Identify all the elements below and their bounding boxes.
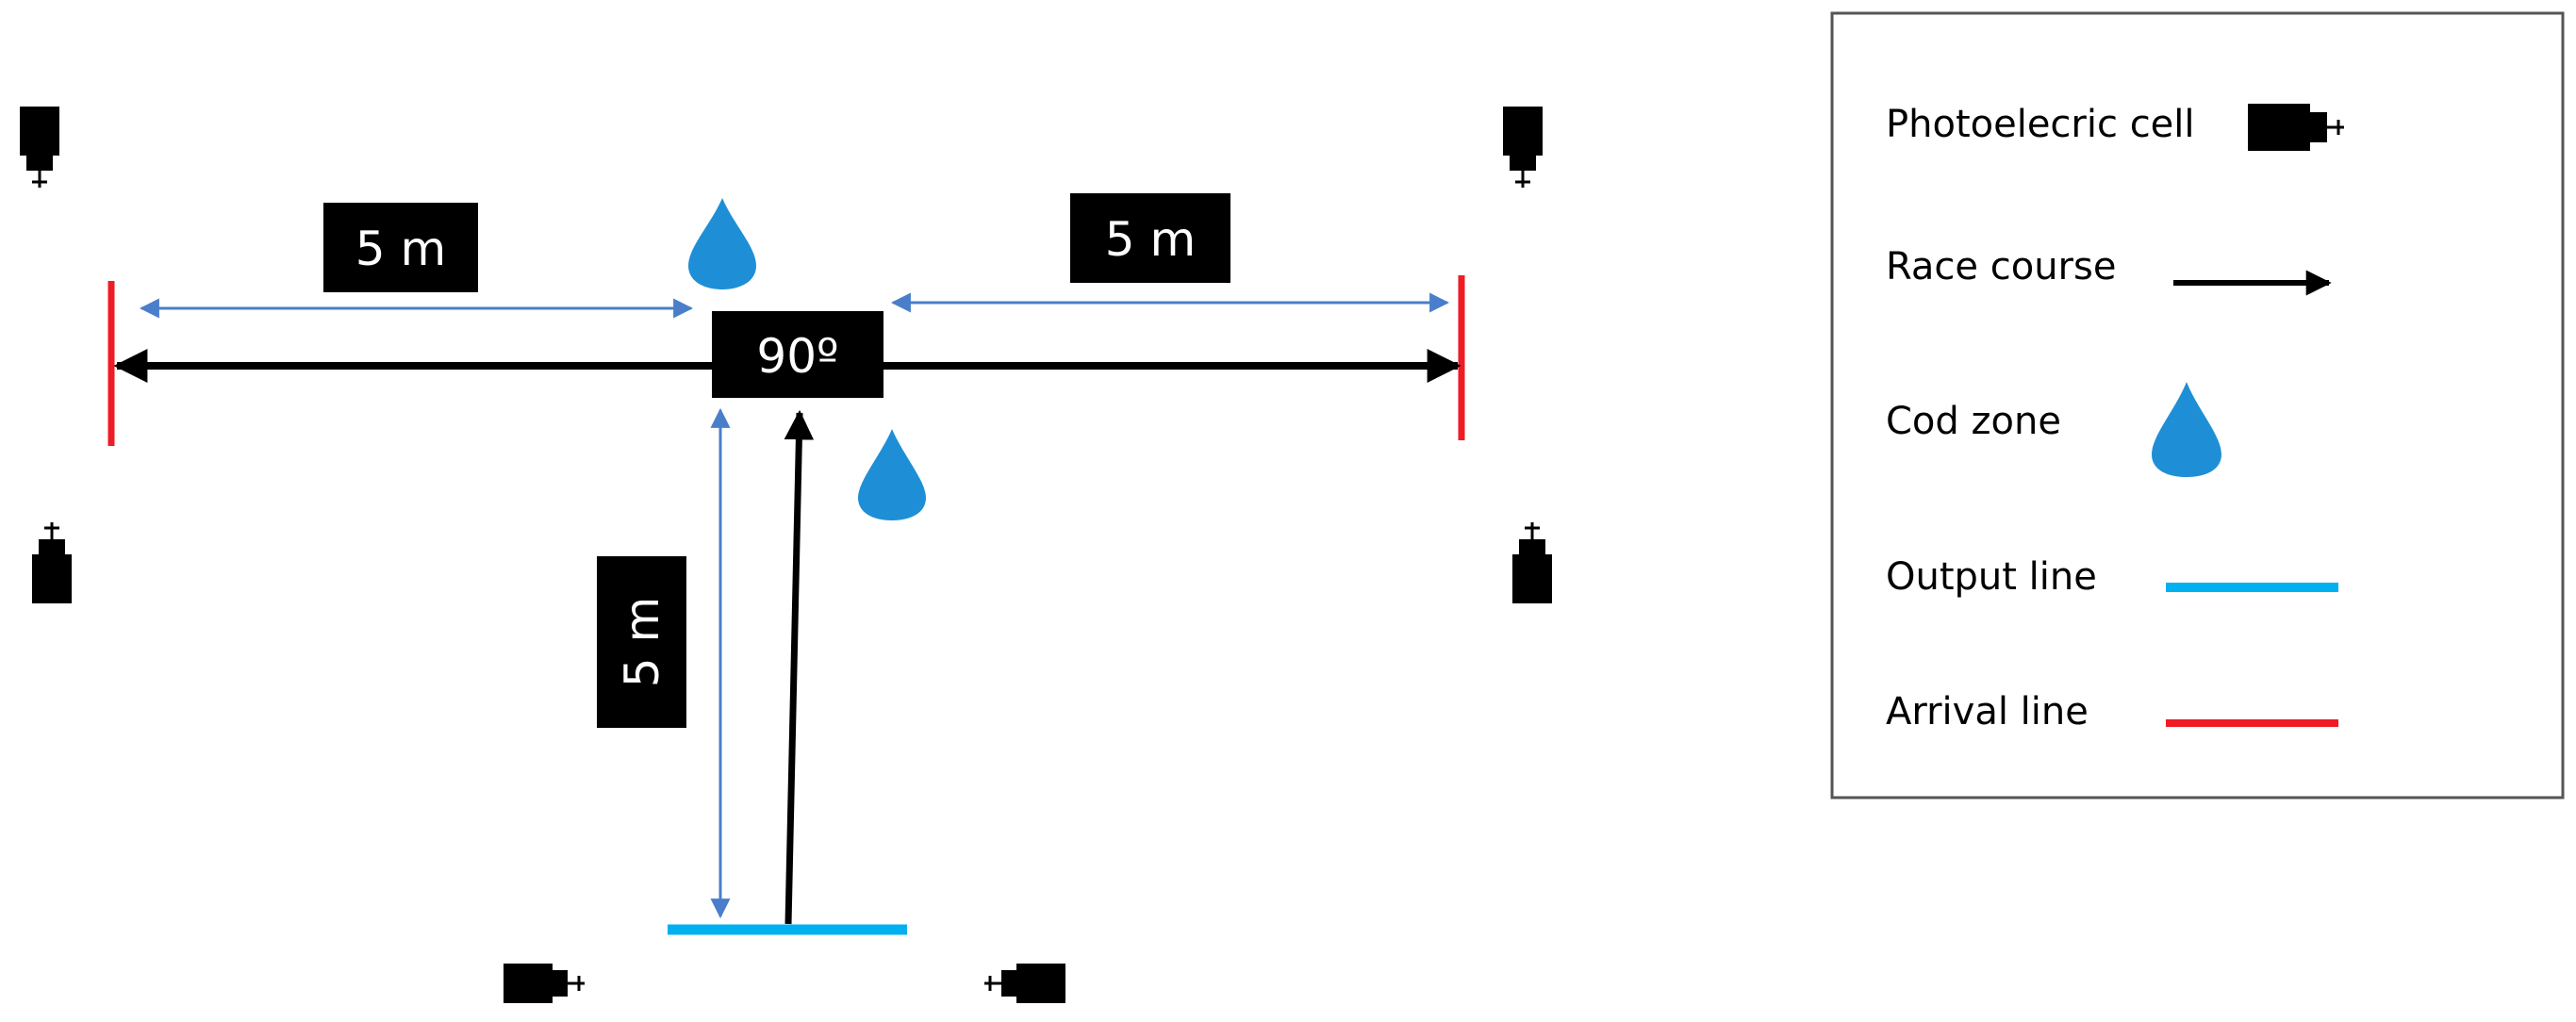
photoelectric-cell-bottom-right bbox=[1512, 522, 1552, 603]
photoelectric-cell-top-right bbox=[1503, 107, 1543, 188]
distance-label-left: 5 m bbox=[323, 203, 478, 292]
svg-text:5 m: 5 m bbox=[1105, 212, 1196, 267]
svg-text:5 m: 5 m bbox=[615, 597, 669, 687]
legend-label-cod-zone: Cod zone bbox=[1886, 400, 2061, 443]
race-course-up-arrow bbox=[784, 409, 815, 925]
legend-label-arrival-line: Arrival line bbox=[1886, 690, 2089, 734]
photoelectric-cell-top-left bbox=[20, 107, 59, 188]
legend: Photoelecric cell Race course Cod zone O… bbox=[1830, 11, 2565, 799]
distance-label-vertical: 5 m bbox=[597, 556, 686, 728]
photoelectric-cell-bottom-start-left bbox=[504, 964, 585, 1003]
svg-text:5 m: 5 m bbox=[355, 222, 446, 276]
legend-photoelectric-cell-icon bbox=[2248, 104, 2344, 151]
svg-text:90º: 90º bbox=[756, 329, 838, 384]
legend-label-photoelectric-cell: Photoelecric cell bbox=[1886, 103, 2195, 146]
legend-cod-zone-cone-icon bbox=[2152, 382, 2221, 477]
distance-label-right: 5 m bbox=[1070, 193, 1230, 283]
legend-label-output-line: Output line bbox=[1886, 555, 2097, 599]
photoelectric-cell-bottom-start-right bbox=[984, 964, 1065, 1003]
angle-label: 90º bbox=[712, 311, 883, 398]
legend-label-race-course: Race course bbox=[1886, 245, 2116, 288]
cod-zone-cone-top bbox=[688, 198, 756, 289]
photoelectric-cell-bottom-left bbox=[32, 522, 72, 603]
cod-zone-cone-middle bbox=[858, 429, 926, 520]
